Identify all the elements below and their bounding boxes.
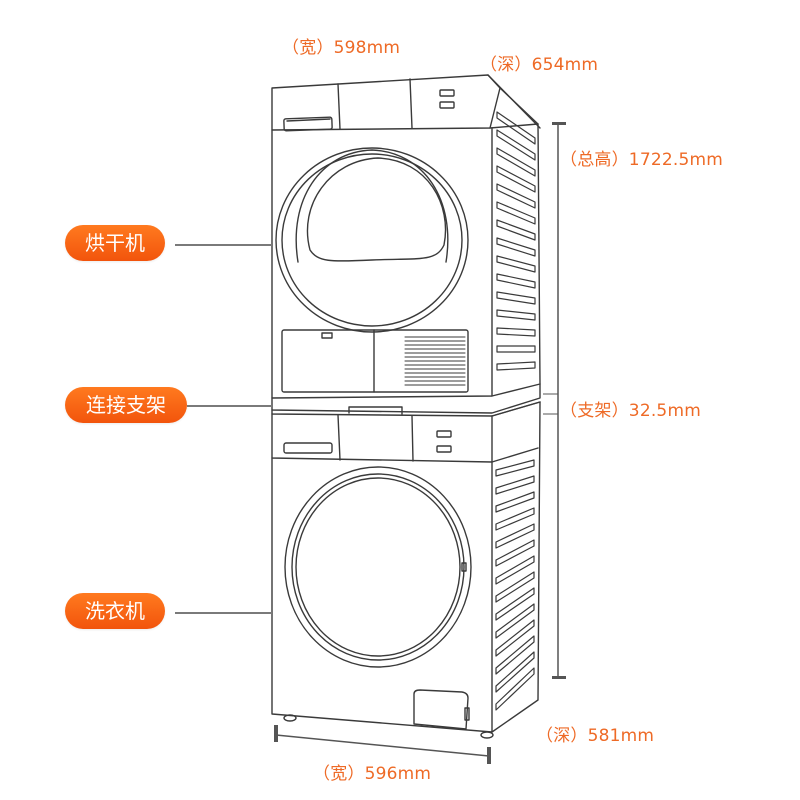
dryer-unit [271, 74, 541, 399]
connector-stand [271, 383, 541, 417]
connector-stand-label: 连接支架 [65, 387, 187, 423]
bottom-depth-dimension: （深）581mm [536, 726, 655, 746]
washer-unit [271, 401, 541, 739]
dimension-lines [274, 122, 566, 764]
washer-label: 洗衣机 [65, 593, 165, 629]
top-width-dimension: （宽）598mm [282, 38, 401, 58]
dryer-label: 烘干机 [65, 225, 165, 261]
top-depth-dimension: （深）654mm [480, 55, 599, 75]
stand-height-dimension: （支架）32.5mm [560, 401, 701, 421]
bottom-width-dimension: （宽）596mm [313, 764, 432, 784]
dryer-leader-line [175, 244, 272, 246]
washer-leader-line [175, 612, 272, 614]
total-height-dimension: （总高）1722.5mm [560, 150, 724, 170]
connector-stand-leader-line [187, 405, 272, 407]
